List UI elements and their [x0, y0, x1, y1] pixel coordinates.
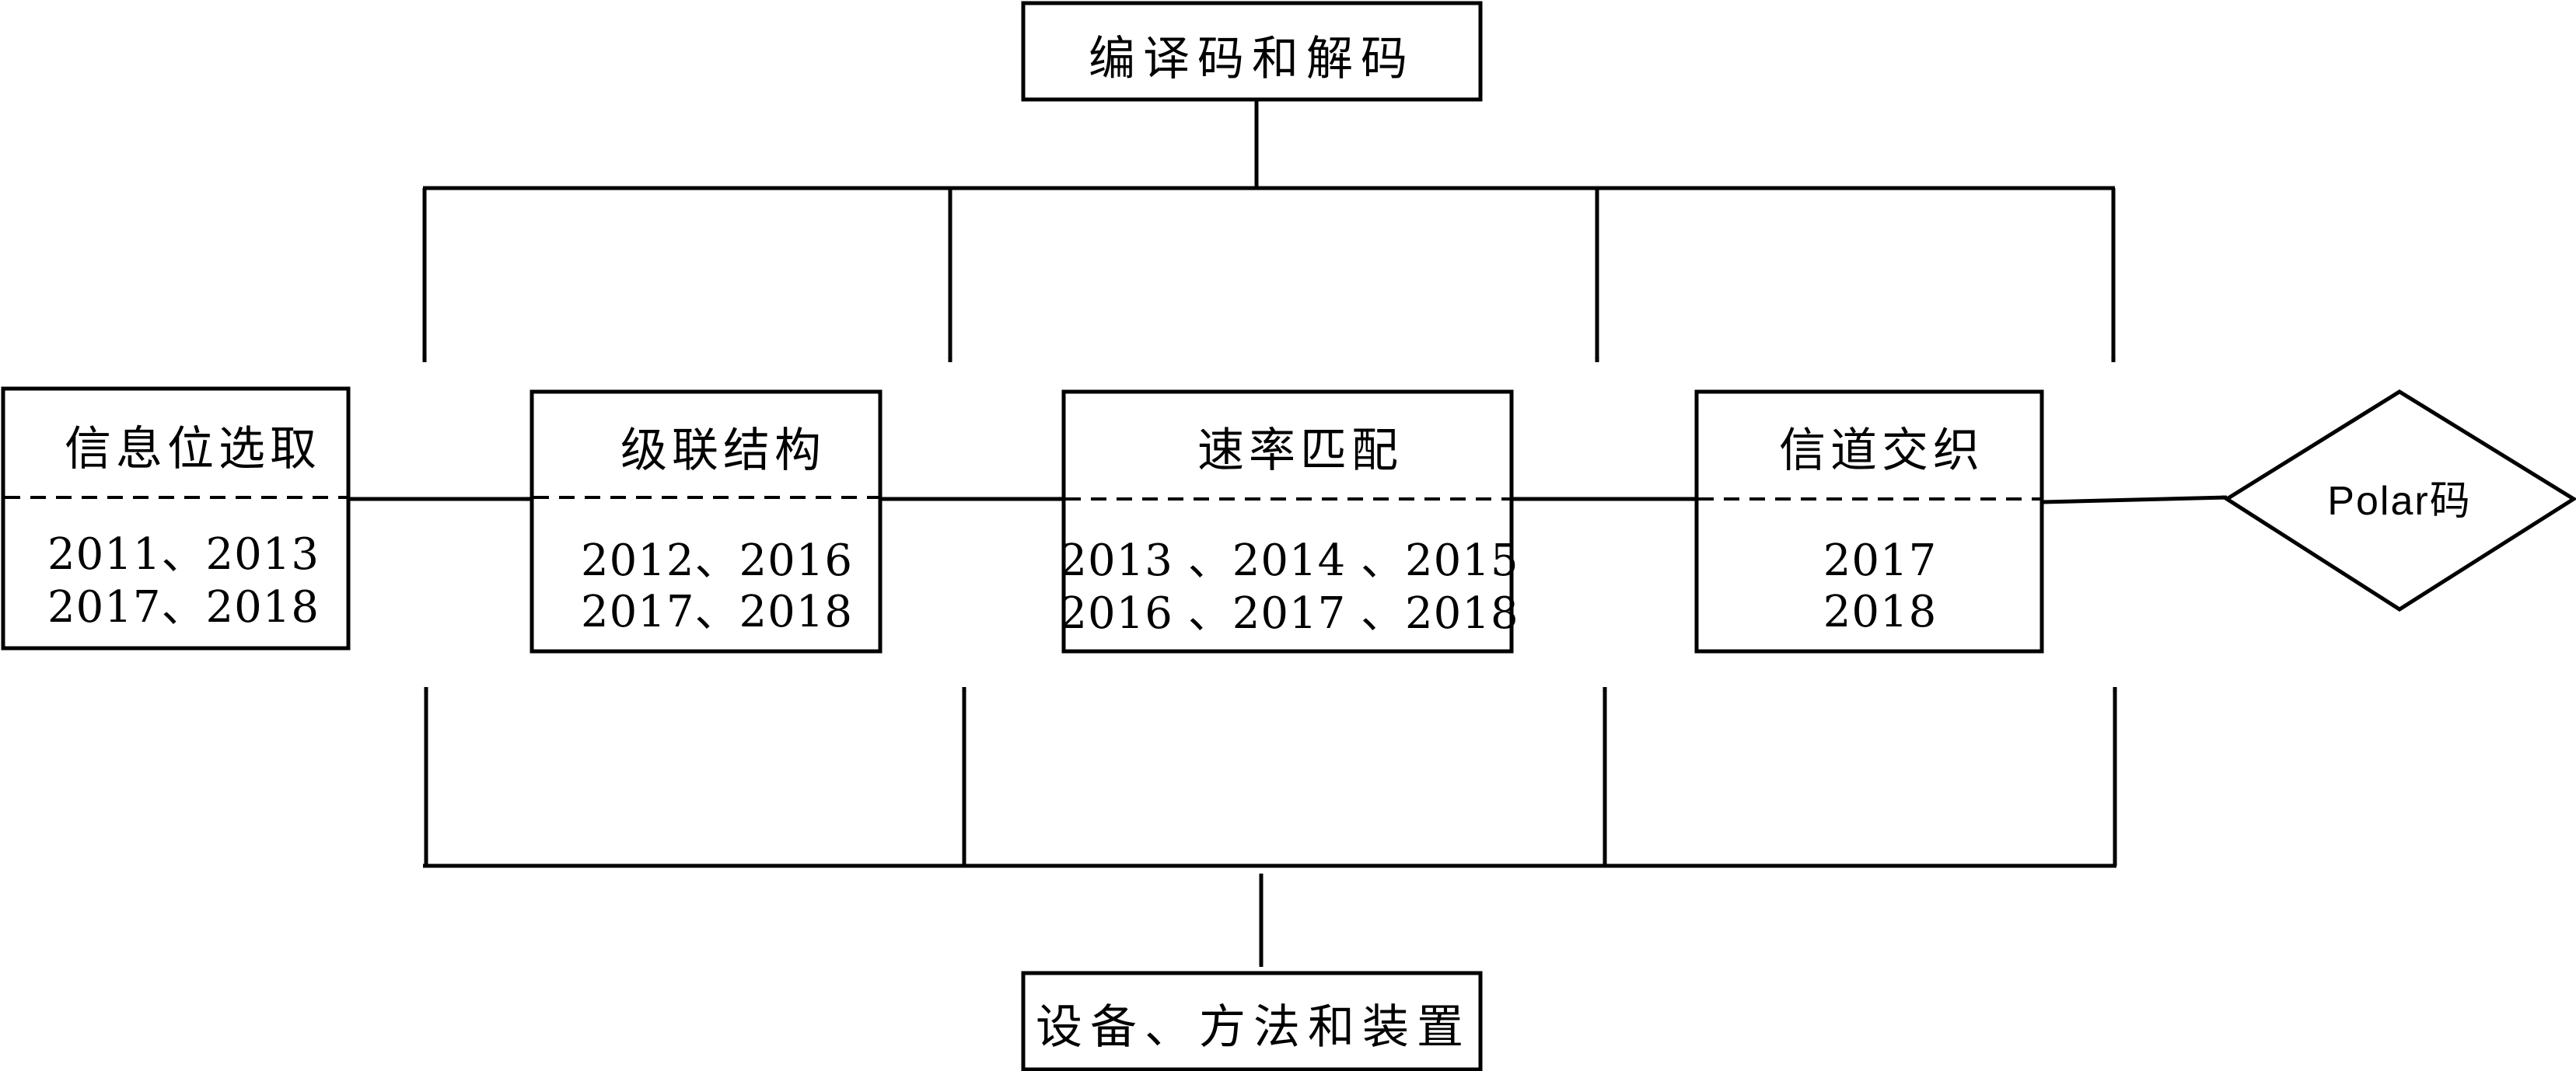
- stage-2-title: 级联结构: [620, 424, 826, 478]
- stage-4-years-line-1: 2017: [1823, 536, 1938, 586]
- bottom-box-devices-methods: 设备、方法和装置: [1021, 971, 1483, 1071]
- stage-4-years-line-2: 2018: [1823, 587, 1938, 637]
- stage-3-title: 速率匹配: [1197, 424, 1403, 478]
- end-node-label: Polar码: [2327, 479, 2471, 524]
- stage-box-concatenated-structure: 级联结构 2012、2016 2017、2018: [530, 389, 883, 654]
- top-box-label: 编译码和解码: [1089, 32, 1415, 86]
- stage-box-rate-matching: 速率匹配 2013 、2014 、2015 2016 、2017 、2018: [1059, 389, 1519, 654]
- stage-3-years-line-2: 2016 、2017 、2018: [1059, 588, 1519, 639]
- bottom-box-label: 设备、方法和装置: [1036, 1000, 1471, 1055]
- stage-1-title: 信息位选取: [65, 422, 321, 476]
- bottom-connectors: [423, 686, 2117, 967]
- top-connectors: [422, 99, 2116, 363]
- stage-3-years-line-1: 2013 、2014 、2015: [1059, 536, 1519, 586]
- flow-arrows: [348, 495, 2228, 504]
- top-box-encoding-decoding: 编译码和解码: [1021, 1, 1483, 102]
- stage-4-title: 信道交织: [1779, 424, 1984, 478]
- stage-box-info-bit-selection: 信息位选取 2011、2013 2017、2018: [1, 386, 351, 651]
- stage-1-years-line-2: 2017、2018: [47, 582, 320, 633]
- flow-arrow-4-to-end: [2041, 495, 2228, 504]
- end-node-diamond: Polar码: [2223, 389, 2576, 612]
- stage-2-years-line-1: 2012、2016: [581, 536, 853, 586]
- stage-1-years-line-1: 2011、2013: [47, 529, 320, 580]
- stage-2-years-line-2: 2017、2018: [581, 587, 853, 637]
- stage-box-channel-interleaving: 信道交织 2017 2018: [1694, 389, 2044, 654]
